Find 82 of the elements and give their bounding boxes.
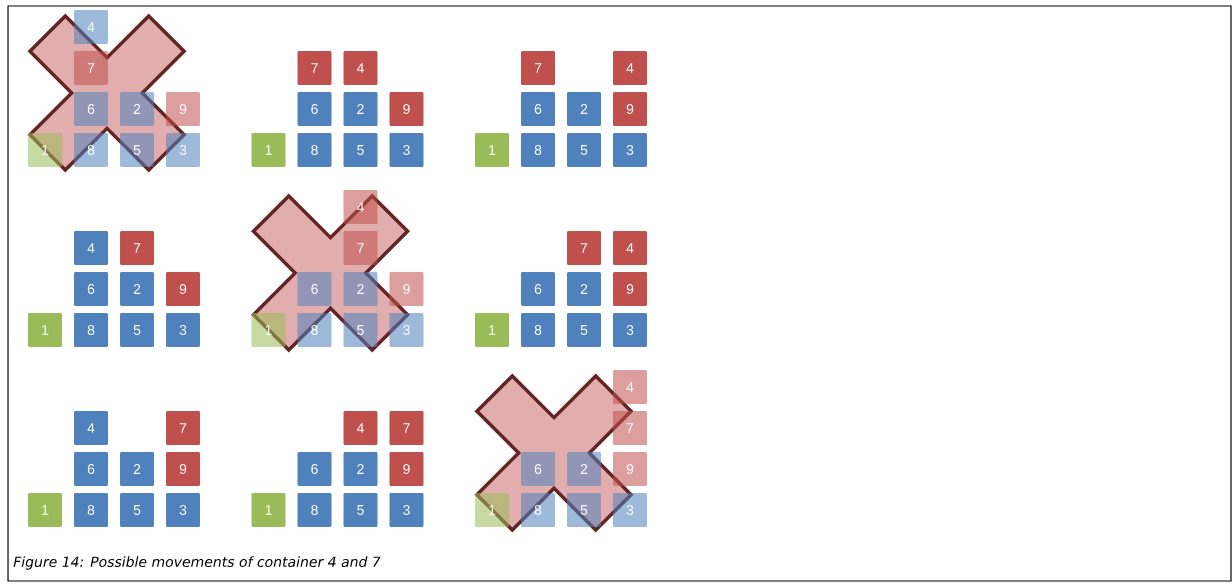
container-box: 3 [613, 493, 647, 527]
container-box: 8 [521, 313, 555, 347]
container-box: 8 [521, 493, 555, 527]
container-box: 7 [343, 231, 378, 265]
container-box: 5 [343, 493, 378, 527]
container-box: 9 [613, 452, 647, 486]
container-box: 8 [521, 133, 555, 167]
container-box: 8 [297, 313, 332, 347]
container-box: 7 [74, 51, 108, 85]
container-box: 3 [166, 493, 200, 527]
container-box: 8 [74, 313, 108, 347]
container-box: 4 [613, 370, 647, 404]
container-box: 8 [297, 493, 332, 527]
container-box: 1 [28, 313, 62, 347]
container-box: 9 [166, 272, 200, 306]
container-box: 4 [74, 10, 108, 44]
container-box: 8 [74, 133, 108, 167]
container-box: 2 [120, 272, 154, 306]
container-box: 2 [120, 92, 154, 126]
container-box: 1 [251, 493, 286, 527]
container-box: 5 [343, 133, 378, 167]
container-box: 2 [343, 452, 378, 486]
container-box: 5 [343, 313, 378, 347]
container-box: 1 [475, 493, 509, 527]
container-box: 6 [74, 272, 108, 306]
container-box: 3 [613, 133, 647, 167]
container-box: 3 [389, 313, 424, 347]
container-box: 9 [389, 452, 424, 486]
container-box: 7 [613, 411, 647, 445]
container-box: 5 [120, 313, 154, 347]
container-box: 8 [297, 133, 332, 167]
container-box: 4 [613, 231, 647, 265]
container-box: 3 [166, 133, 200, 167]
container-box: 6 [74, 452, 108, 486]
container-box: 2 [343, 272, 378, 306]
container-box: 6 [297, 452, 332, 486]
figure-caption: Figure 14: Possible movements of container 4 and 7 [13, 556, 381, 570]
container-box: 2 [567, 92, 601, 126]
container-box: 9 [389, 272, 424, 306]
container-box: 9 [613, 272, 647, 306]
container-box: 7 [389, 411, 424, 445]
container-box: 7 [120, 231, 154, 265]
container-box: 2 [343, 92, 378, 126]
container-box: 4 [613, 51, 647, 85]
container-box: 4 [74, 231, 108, 265]
container-box: 3 [389, 493, 424, 527]
container-box: 6 [74, 92, 108, 126]
container-box: 1 [251, 313, 286, 347]
container-box: 1 [475, 133, 509, 167]
container-box: 6 [521, 272, 555, 306]
container-box: 7 [567, 231, 601, 265]
container-box: 9 [613, 92, 647, 126]
container-box: 2 [120, 452, 154, 486]
container-box: 5 [120, 493, 154, 527]
container-box: 6 [297, 92, 332, 126]
container-box: 5 [567, 133, 601, 167]
container-box: 4 [343, 190, 378, 224]
container-box: 5 [120, 133, 154, 167]
container-box: 3 [613, 313, 647, 347]
container-box: 2 [567, 452, 601, 486]
container-box: 9 [389, 92, 424, 126]
container-box: 5 [567, 493, 601, 527]
container-box: 8 [74, 493, 108, 527]
container-box: 3 [166, 313, 200, 347]
container-box: 4 [74, 411, 108, 445]
container-box: 9 [166, 452, 200, 486]
container-box: 1 [251, 133, 286, 167]
container-box: 7 [297, 51, 332, 85]
container-box: 6 [297, 272, 332, 306]
container-box: 7 [166, 411, 200, 445]
container-box: 1 [475, 313, 509, 347]
container-box: 2 [567, 272, 601, 306]
container-box: 3 [389, 133, 424, 167]
container-box: 4 [343, 411, 378, 445]
container-box: 9 [166, 92, 200, 126]
container-box: 4 [343, 51, 378, 85]
container-box: 1 [28, 133, 62, 167]
container-box: 7 [521, 51, 555, 85]
container-box: 6 [521, 92, 555, 126]
container-box: 6 [521, 452, 555, 486]
container-box: 5 [567, 313, 601, 347]
container-box: 1 [28, 493, 62, 527]
